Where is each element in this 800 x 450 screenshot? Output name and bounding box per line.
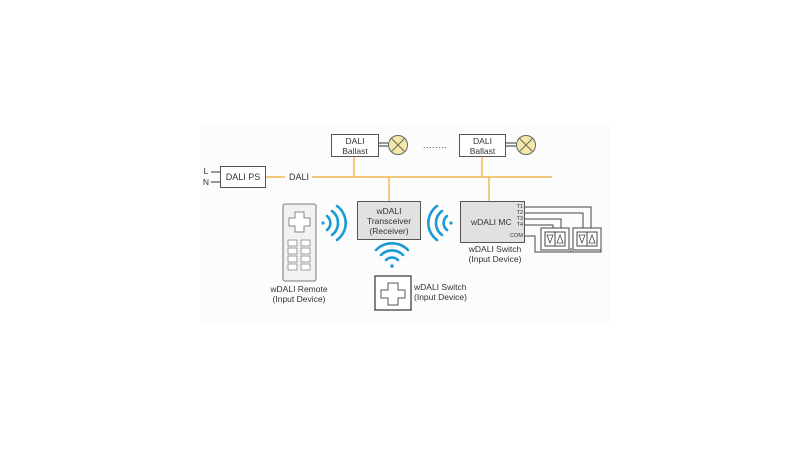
ballast-1-connector: [379, 142, 388, 147]
remote-device-icon: [282, 203, 317, 282]
dali-ballast-1-line1: DALI: [345, 135, 365, 146]
module-label: wDALI MC: [471, 217, 512, 227]
terminal-com: COM: [510, 233, 523, 239]
switch-right-label-line1: wDALI Switch: [468, 244, 522, 254]
line-l-label: L: [203, 166, 209, 176]
dali-bus-label: DALI: [288, 172, 309, 182]
lamp-1-icon: [388, 135, 408, 155]
wifi-signal-switch-icon: [374, 242, 410, 268]
dali-ballast-2: DALI Ballast: [459, 134, 506, 157]
dali-ballast-2-line2: Ballast: [469, 145, 496, 156]
dali-power-supply-label: DALI PS: [225, 172, 261, 182]
switch-bottom-label-line2: (Input Device): [414, 292, 467, 302]
transceiver-line2: Transceiver: [366, 215, 412, 226]
wifi-signal-remote-icon: [321, 204, 347, 242]
dali-ballast-1-line2: Ballast: [342, 145, 368, 156]
switch-right-label: wDALI Switch (Input Device): [463, 244, 527, 264]
switch-bottom-icon: [374, 275, 412, 311]
transceiver-line1: wDALI: [376, 205, 402, 216]
terminal-t1: T1: [516, 204, 523, 210]
line-n-label: N: [202, 177, 210, 187]
terminal-t3: T3: [516, 216, 523, 222]
switch-right-2-icon: [572, 227, 602, 251]
switch-wiring: [525, 206, 602, 253]
remote-label-line1: wDALI Remote: [270, 284, 328, 294]
switch-bottom-label: wDALI Switch (Input Device): [414, 282, 474, 302]
dali-bus: [266, 157, 552, 201]
remote-label-line2: (Input Device): [272, 294, 326, 304]
wdali-transceiver: wDALI Transceiver (Receiver): [357, 201, 421, 240]
switch-right-1-icon: [540, 227, 570, 251]
wdali-mc-module: wDALI MC T1 T2 T3 T4 COM: [460, 201, 525, 243]
transceiver-line3: (Receiver): [369, 225, 409, 236]
dali-power-supply: DALI PS: [220, 166, 266, 188]
terminal-t2: T2: [516, 210, 523, 216]
lamp-2-icon: [516, 135, 536, 155]
remote-label: wDALI Remote (Input Device): [257, 284, 341, 304]
dali-ballast-2-line1: DALI: [473, 135, 492, 146]
wifi-signal-module-icon: [427, 204, 453, 242]
ballast-2-connector: [506, 142, 516, 147]
terminal-t4: T4: [516, 222, 523, 228]
switch-bottom-label-line1: wDALI Switch: [414, 282, 467, 292]
dali-ballast-1: DALI Ballast: [331, 134, 379, 157]
switch-right-label-line2: (Input Device): [468, 254, 522, 264]
ballast-ellipsis: ........: [422, 140, 447, 150]
